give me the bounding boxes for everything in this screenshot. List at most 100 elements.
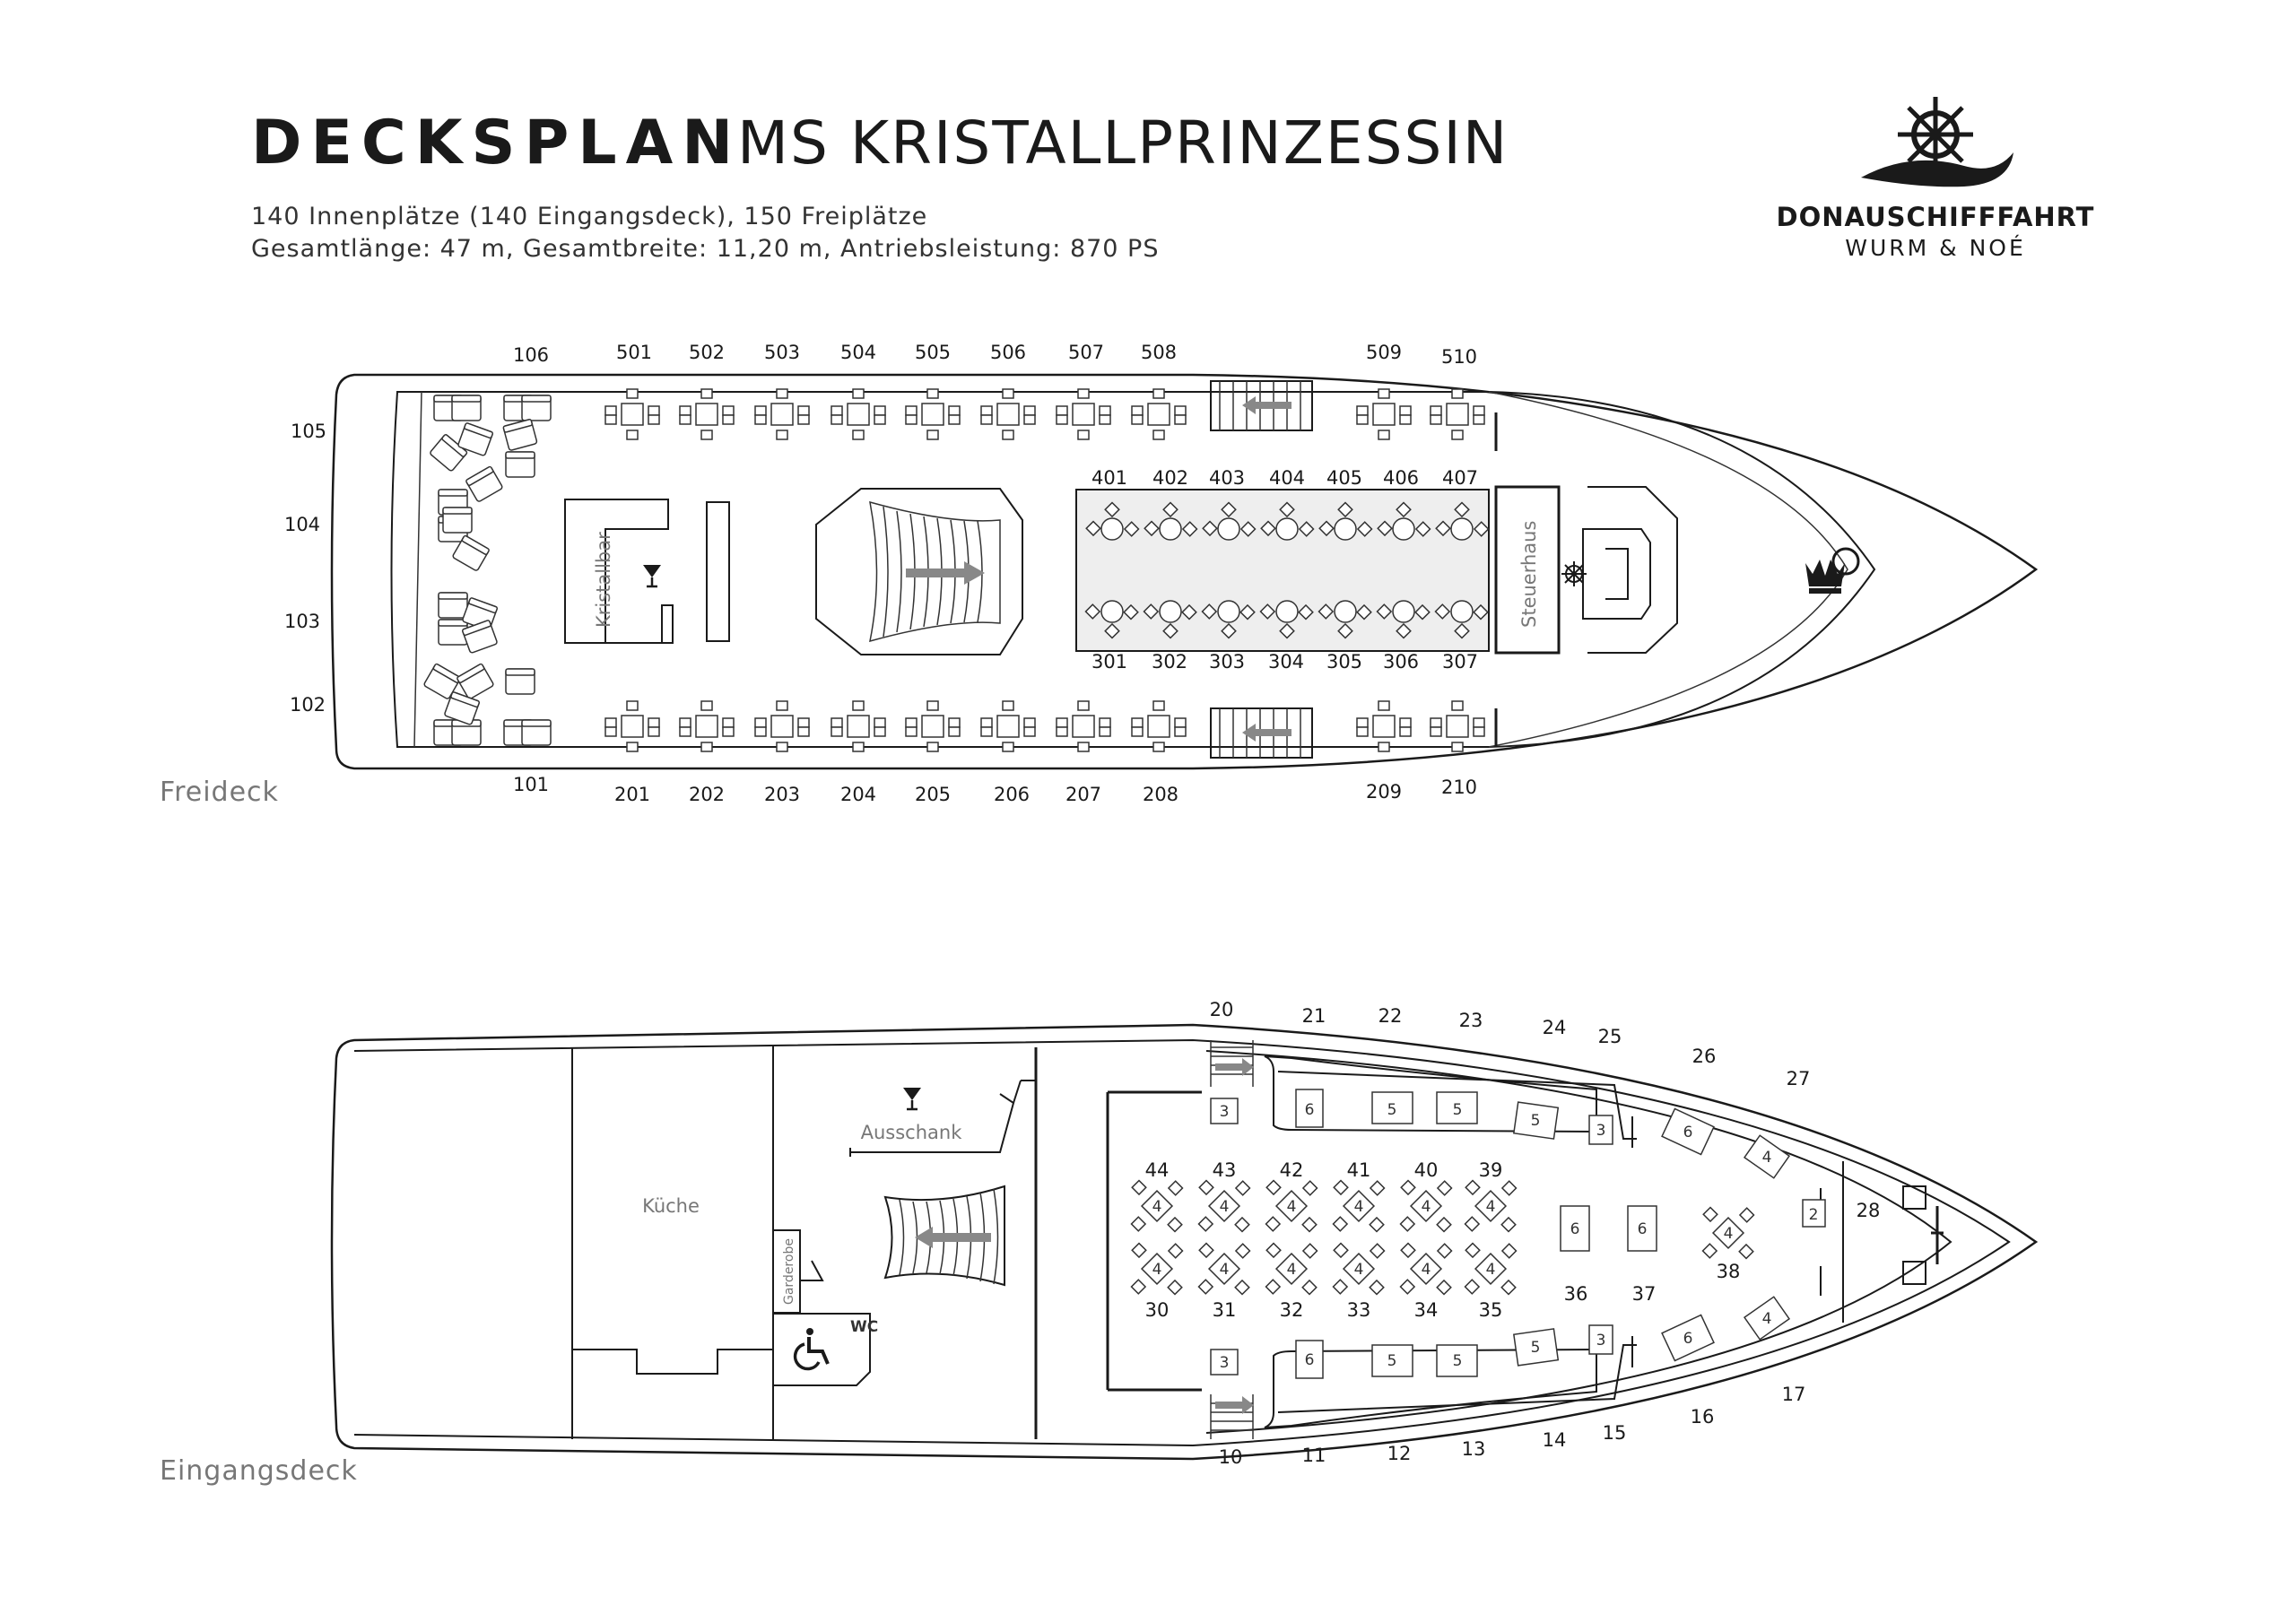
seat-number: 203 <box>764 784 800 805</box>
svg-text:4: 4 <box>1724 1225 1734 1243</box>
table-capacity: 5 <box>1387 1352 1397 1370</box>
seat-number: 25 <box>1598 1026 1622 1047</box>
lounge-seating <box>422 395 552 746</box>
svg-text:4: 4 <box>1220 1198 1230 1216</box>
seat-number: 101 <box>513 774 549 795</box>
seat-number: 104 <box>284 514 320 535</box>
ausschank-label: Ausschank <box>861 1122 963 1143</box>
seat-number: 16 <box>1691 1406 1715 1428</box>
table-capacity: 2 <box>1809 1206 1819 1224</box>
seat-number: 508 <box>1141 342 1177 363</box>
kristallbar-label: Kristallbar <box>593 532 614 628</box>
seat-number: 506 <box>990 342 1026 363</box>
table-number: 41 <box>1347 1159 1371 1181</box>
freideck-top-tables <box>604 388 1485 440</box>
seat-number: 21 <box>1302 1005 1326 1027</box>
garderobe-label: Garderobe <box>782 1238 796 1305</box>
table-capacity: 5 <box>1387 1101 1397 1119</box>
seat-number: 11 <box>1302 1445 1326 1466</box>
stair-arrow-icon <box>906 561 985 585</box>
stair-arrow-icon <box>915 1227 991 1248</box>
seat-number: 403 <box>1209 467 1245 489</box>
seat-number: 26 <box>1692 1046 1717 1067</box>
seat-number: 510 <box>1441 346 1477 368</box>
table-capacity: 5 <box>1531 1112 1541 1130</box>
seat-number: 204 <box>840 784 876 805</box>
eingangsdeck-plan: Küche Ausschank Garderobe WC <box>330 999 2039 1468</box>
eingangsdeck-label: Eingangsdeck <box>160 1455 358 1487</box>
svg-text:4: 4 <box>1287 1261 1297 1279</box>
table-capacity: 4 <box>1762 1149 1772 1167</box>
table-number: 44 <box>1145 1159 1170 1181</box>
seat-number: 103 <box>284 611 320 632</box>
seat-number: 28 <box>1857 1200 1881 1221</box>
freideck-bottom-tables <box>604 700 1485 752</box>
svg-text:4: 4 <box>1486 1261 1496 1279</box>
stair-arrow-icon <box>1215 1396 1254 1414</box>
table-capacity: 6 <box>1570 1220 1580 1238</box>
seat-number: 302 <box>1152 651 1187 673</box>
table-capacity: 6 <box>1683 1330 1693 1348</box>
seat-number: 12 <box>1387 1443 1412 1464</box>
table-number: 39 <box>1479 1159 1503 1181</box>
freideck-label: Freideck <box>160 777 279 808</box>
table-capacity: 5 <box>1453 1101 1463 1119</box>
svg-text:4: 4 <box>1152 1198 1162 1216</box>
diamond-capacity-labels: 4 4 4 4 4 4 4 4 4 4 4 4 4 <box>1152 1198 1734 1279</box>
table-number: 31 <box>1213 1299 1237 1321</box>
seat-number: 501 <box>616 342 652 363</box>
seat-number: 405 <box>1326 467 1362 489</box>
seat-number: 404 <box>1269 467 1305 489</box>
table-capacity: 3 <box>1596 1122 1606 1140</box>
logo-wave <box>1861 152 2013 187</box>
table-capacity: 4 <box>1762 1310 1772 1328</box>
steuerhaus-label: Steuerhaus <box>1518 521 1540 628</box>
table-number: 40 <box>1414 1159 1439 1181</box>
table-capacity: 3 <box>1596 1332 1606 1350</box>
logo-subtitle: WURM & NOÉ <box>1845 235 2026 261</box>
seat-number: 305 <box>1326 651 1362 673</box>
svg-text:4: 4 <box>1422 1261 1431 1279</box>
stair-arrow-icon <box>1215 1058 1254 1076</box>
seat-number: 504 <box>840 342 876 363</box>
seat-number: 509 <box>1366 342 1402 363</box>
seat-number: 205 <box>915 784 951 805</box>
table-number: 35 <box>1479 1299 1503 1321</box>
seat-number: 505 <box>915 342 951 363</box>
seat-number: 14 <box>1543 1429 1567 1451</box>
svg-text:4: 4 <box>1220 1261 1230 1279</box>
crown-icon <box>1805 560 1845 594</box>
seat-number: 20 <box>1210 999 1234 1020</box>
svg-text:4: 4 <box>1354 1261 1364 1279</box>
table-number: 43 <box>1213 1159 1237 1181</box>
seat-number: 105 <box>291 421 326 442</box>
wheelchair-icon <box>793 1328 830 1371</box>
ship-name: MS KRISTALLPRINZESSIN <box>737 108 1509 178</box>
seat-number: 201 <box>614 784 650 805</box>
seat-number: 304 <box>1268 651 1304 673</box>
seat-number: 303 <box>1209 651 1245 673</box>
ship-wheel-icon <box>1898 97 1973 172</box>
capacity-info: 140 Innenplätze (140 Eingangsdeck), 150 … <box>251 203 927 230</box>
seat-number: 10 <box>1219 1446 1243 1468</box>
seat-number: 106 <box>513 344 549 366</box>
table-number: 37 <box>1632 1283 1657 1305</box>
logo-name: DONAUSCHIFFFAHRT <box>1777 202 2095 232</box>
seat-number: 208 <box>1143 784 1178 805</box>
seat-number: 102 <box>290 694 326 716</box>
table-capacity: 3 <box>1220 1103 1230 1121</box>
seat-number: 210 <box>1441 777 1477 798</box>
hanger-icon <box>801 1260 824 1281</box>
seat-number: 301 <box>1091 651 1127 673</box>
kueche-label: Küche <box>642 1195 700 1217</box>
table-capacity: 6 <box>1638 1220 1648 1238</box>
seat-number: 402 <box>1152 467 1188 489</box>
cocktail-icon <box>903 1088 921 1111</box>
seat-number: 27 <box>1787 1068 1811 1089</box>
seat-number: 307 <box>1442 651 1478 673</box>
stair-arrow-icon <box>1242 396 1292 414</box>
side-table <box>1210 1089 1826 1379</box>
freideck-plan: Kristallbar Steuerhaus <box>284 342 2039 805</box>
table-number: 34 <box>1414 1299 1439 1321</box>
seat-number: 23 <box>1459 1010 1483 1031</box>
